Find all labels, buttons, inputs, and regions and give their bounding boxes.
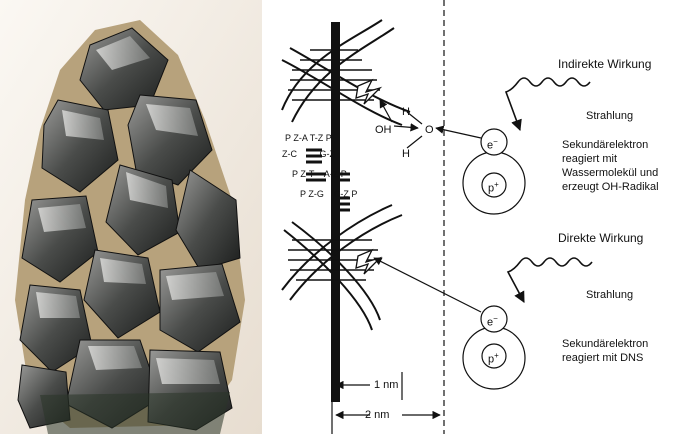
indirect-desc-line-2: reagiert mit xyxy=(562,153,617,166)
proton-symbol-top: p+ xyxy=(488,178,499,196)
water-oh: OH xyxy=(375,124,392,137)
dna-axis-bar xyxy=(331,22,340,402)
arrow-electron-to-oxygen xyxy=(436,128,481,138)
radiation-label-top: Strahlung xyxy=(586,110,633,123)
scale-label-1nm: 1 nm xyxy=(374,379,398,392)
indirect-desc-line-1: Sekundärelektron xyxy=(562,139,648,152)
radiation-wave-top xyxy=(506,78,590,130)
dna-helix-upper xyxy=(282,20,410,125)
base-pair-row-2: Z-C G-Z xyxy=(282,148,335,161)
base-pair-row-4: P Z-G C-Z P xyxy=(300,188,357,201)
base-pair-row-1: P Z-A T-Z P xyxy=(285,132,332,145)
radiation-wave-bottom xyxy=(508,258,592,302)
dna-helix-lower xyxy=(282,205,402,330)
water-o: O xyxy=(425,124,434,137)
direct-desc-line-1: Sekundärelektron xyxy=(562,338,648,351)
electron-symbol-bottom: e− xyxy=(487,312,498,330)
indirect-effect-title: Indirekte Wirkung xyxy=(558,58,651,71)
direct-desc-line-2: reagiert mit DNS xyxy=(562,352,643,365)
indirect-desc-line-4: erzeugt OH-Radikal xyxy=(562,181,659,194)
electron-symbol-top: e− xyxy=(487,135,498,153)
arrow-electron-to-dna xyxy=(374,258,481,312)
scale-label-2nm: 2 nm xyxy=(365,409,389,422)
radiation-label-bottom: Strahlung xyxy=(586,289,633,302)
indirect-desc-line-3: Wassermolekül und xyxy=(562,167,658,180)
proton-symbol-bottom: p+ xyxy=(488,349,499,367)
water-h-bottom: H xyxy=(402,148,410,161)
mineral-photo xyxy=(0,0,262,434)
base-pair-row-3: P Z-T A-Z P xyxy=(292,168,347,181)
direct-effect-title: Direkte Wirkung xyxy=(558,232,643,245)
water-h-top: H xyxy=(402,106,410,119)
